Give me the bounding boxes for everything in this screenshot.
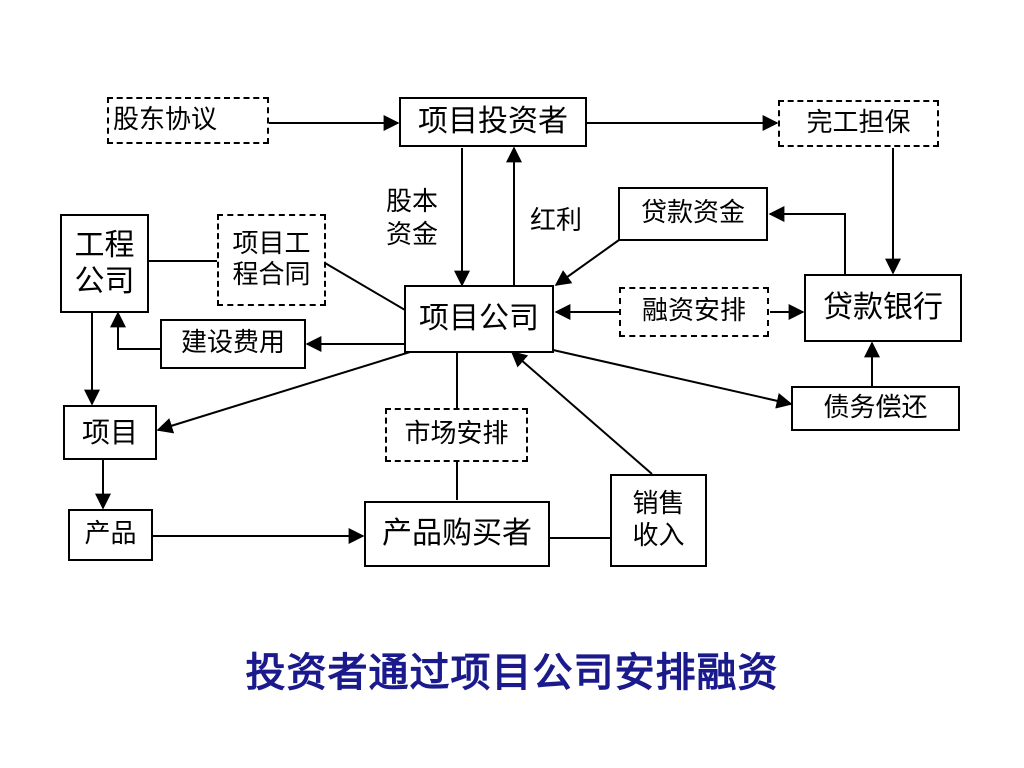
label-dividend: 红利 bbox=[529, 206, 582, 236]
edge-bank-to-loan-funds bbox=[768, 206, 846, 275]
node-shareholder-agreement: 股东协议 bbox=[107, 97, 269, 144]
node-market-arrangement: 市场安排 bbox=[385, 408, 528, 462]
edge-company-to-debt bbox=[552, 349, 793, 409]
edge-cost-to-eng-company bbox=[110, 311, 161, 350]
node-project-eng-contract: 项目工 程合同 bbox=[217, 214, 326, 306]
node-product-buyer: 产品购买者 bbox=[364, 501, 550, 567]
node-loan-funds: 贷款资金 bbox=[618, 187, 768, 241]
node-financing-arrangement: 融资安排 bbox=[619, 287, 769, 337]
node-lending-bank: 贷款银行 bbox=[804, 274, 962, 342]
node-completion-guarantee: 完工担保 bbox=[778, 100, 939, 147]
edge-sales-to-company bbox=[510, 350, 653, 475]
node-debt-repayment: 债务偿还 bbox=[791, 386, 960, 431]
node-project-investor: 项目投资者 bbox=[399, 97, 587, 147]
edge-contract-to-company bbox=[324, 262, 406, 311]
edge-company-to-project bbox=[156, 351, 411, 434]
node-project: 项目 bbox=[63, 405, 157, 460]
node-engineering-company: 工程 公司 bbox=[60, 214, 149, 313]
edge-loan-funds-to-company bbox=[554, 239, 620, 286]
slide-title: 投资者通过项目公司安排融资 bbox=[245, 649, 779, 696]
node-construction-cost: 建设费用 bbox=[160, 319, 306, 369]
node-product: 产品 bbox=[68, 509, 153, 561]
label-equity-capital: 股本 资金 bbox=[385, 187, 438, 250]
node-sales-revenue: 销售 收入 bbox=[610, 474, 707, 567]
node-project-company: 项目公司 bbox=[404, 285, 554, 353]
